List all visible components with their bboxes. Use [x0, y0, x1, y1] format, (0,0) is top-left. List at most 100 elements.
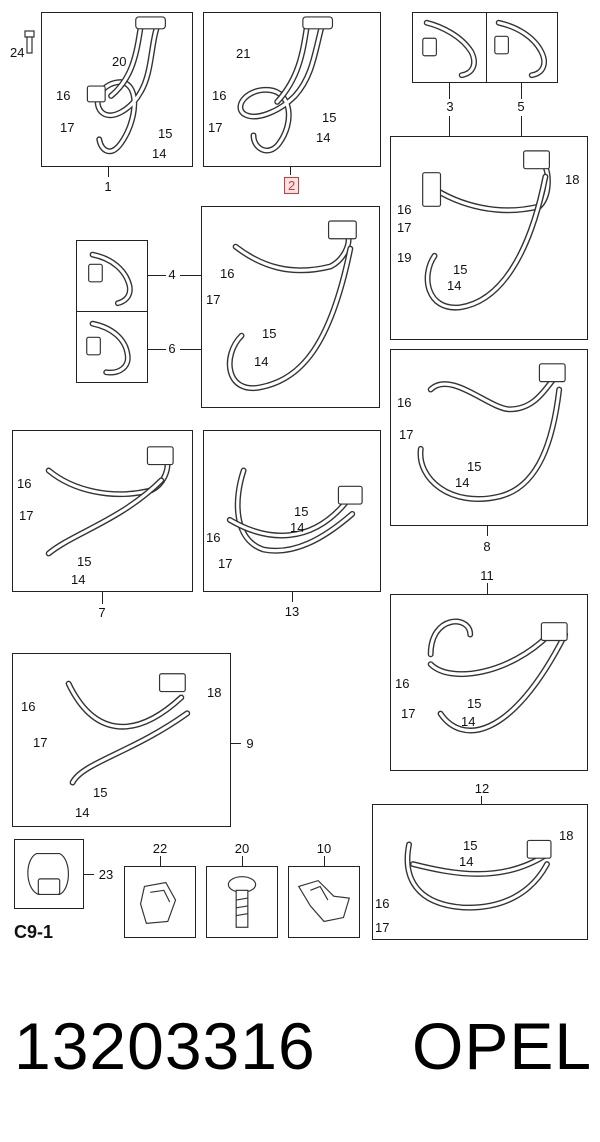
caption-5: 5	[517, 99, 525, 114]
label-16: 16	[375, 896, 390, 911]
panel-1: 20 16 17 15 14	[41, 12, 193, 167]
caption-leader-3	[449, 83, 450, 99]
caption-11: 11	[480, 568, 494, 583]
caption-20: 20	[234, 841, 250, 856]
caption-13: 13	[284, 604, 300, 619]
label-16: 16	[17, 476, 32, 491]
caption-7: 7	[98, 605, 106, 620]
label-17: 17	[33, 735, 48, 750]
caption-4: 4	[168, 267, 176, 282]
label-17: 17	[60, 120, 75, 135]
hose-drawing-5	[494, 19, 547, 79]
label-14: 14	[316, 130, 331, 145]
label-17: 17	[208, 120, 223, 135]
caption-leader-5	[521, 83, 522, 99]
label-15: 15	[262, 326, 277, 341]
panel-10	[288, 866, 360, 938]
bolt-24-icon	[24, 30, 35, 54]
panel-6	[76, 311, 148, 383]
caption-3: 3	[446, 99, 454, 114]
caption-leader-22	[160, 856, 161, 866]
label-14: 14	[75, 805, 90, 820]
panel-4-6-assembly: 16 17 15 14	[201, 206, 380, 408]
caption-leader-3b	[449, 116, 450, 136]
panel-3-5-assembly: 18 16 17 19 15 14	[390, 136, 588, 340]
hose-drawing-11	[427, 618, 569, 734]
hose-drawing-12	[404, 839, 552, 911]
hose-drawing-1	[86, 16, 166, 155]
caption-leader-1	[108, 167, 109, 177]
panel-12: 15 14 18 16 17	[372, 804, 588, 940]
panel-4	[76, 240, 148, 312]
label-16: 16	[21, 699, 36, 714]
panel-9: 18 16 17 15 14	[12, 653, 231, 827]
panel-22	[124, 866, 196, 938]
caption-8: 8	[483, 539, 491, 554]
caption-leader-13	[292, 592, 293, 602]
caption-leader-10	[324, 856, 325, 866]
caption-leader-4	[148, 275, 166, 276]
caption-9: 9	[246, 736, 254, 751]
panel-20	[206, 866, 278, 938]
label-17: 17	[401, 706, 416, 721]
panel-3	[412, 12, 487, 83]
caption-10: 10	[316, 841, 332, 856]
caption-leader-8	[487, 526, 488, 536]
label-17: 17	[218, 556, 233, 571]
label-14: 14	[455, 475, 470, 490]
caption-leader-9	[231, 743, 241, 744]
caption-2-highlighted[interactable]: 2	[284, 177, 300, 194]
caption-leader-7	[102, 592, 103, 604]
label-17: 17	[19, 508, 34, 523]
label-15: 15	[158, 126, 173, 141]
hose-drawing-9	[65, 673, 191, 786]
caption-leader-2	[290, 167, 291, 175]
caption-leader-12	[481, 796, 482, 804]
label-15: 15	[322, 110, 337, 125]
panel-11: 16 17 15 14	[390, 594, 588, 771]
hose-drawing-3-5	[422, 150, 551, 311]
hose-drawing-6	[86, 320, 131, 376]
hose-drawing-13	[226, 467, 363, 554]
bolt-20-icon	[227, 876, 257, 928]
caption-leader-20	[242, 856, 243, 866]
label-14: 14	[459, 854, 474, 869]
label-16: 16	[395, 676, 410, 691]
caption-leader-11	[487, 583, 488, 594]
caption-leader-5b	[521, 116, 522, 136]
label-15: 15	[467, 459, 482, 474]
label-14: 14	[152, 146, 167, 161]
label-14: 14	[461, 714, 476, 729]
label-14: 14	[254, 354, 269, 369]
caption-leader-23	[84, 874, 94, 875]
brand-name: OPEL	[412, 1009, 593, 1083]
label-18: 18	[565, 172, 580, 187]
label-16: 16	[206, 530, 221, 545]
label-14: 14	[71, 572, 86, 587]
clip-22-icon	[139, 881, 177, 925]
clip-10-icon	[297, 879, 351, 923]
caption-leader-6	[148, 349, 166, 350]
label-17: 17	[399, 427, 414, 442]
panel-5	[486, 12, 558, 83]
label-16: 16	[220, 266, 235, 281]
caption-1: 1	[104, 179, 112, 194]
hose-drawing-4-6	[226, 220, 357, 392]
label-18: 18	[559, 828, 574, 843]
caption-23: 23	[98, 867, 114, 882]
label-14: 14	[447, 278, 462, 293]
label-15: 15	[453, 262, 468, 277]
label-15: 15	[294, 504, 309, 519]
label-24: 24	[10, 45, 25, 60]
part-number: 13203316	[14, 1009, 316, 1083]
hose-drawing-4	[88, 251, 133, 307]
hose-drawing-2	[237, 16, 334, 154]
label-20: 20	[112, 54, 127, 69]
label-21: 21	[236, 46, 251, 61]
section-code: C9-1	[14, 922, 54, 942]
label-18: 18	[207, 685, 222, 700]
label-14: 14	[290, 520, 305, 535]
label-15: 15	[467, 696, 482, 711]
panel-2: 21 16 17 15 14	[203, 12, 381, 167]
label-17: 17	[397, 220, 412, 235]
